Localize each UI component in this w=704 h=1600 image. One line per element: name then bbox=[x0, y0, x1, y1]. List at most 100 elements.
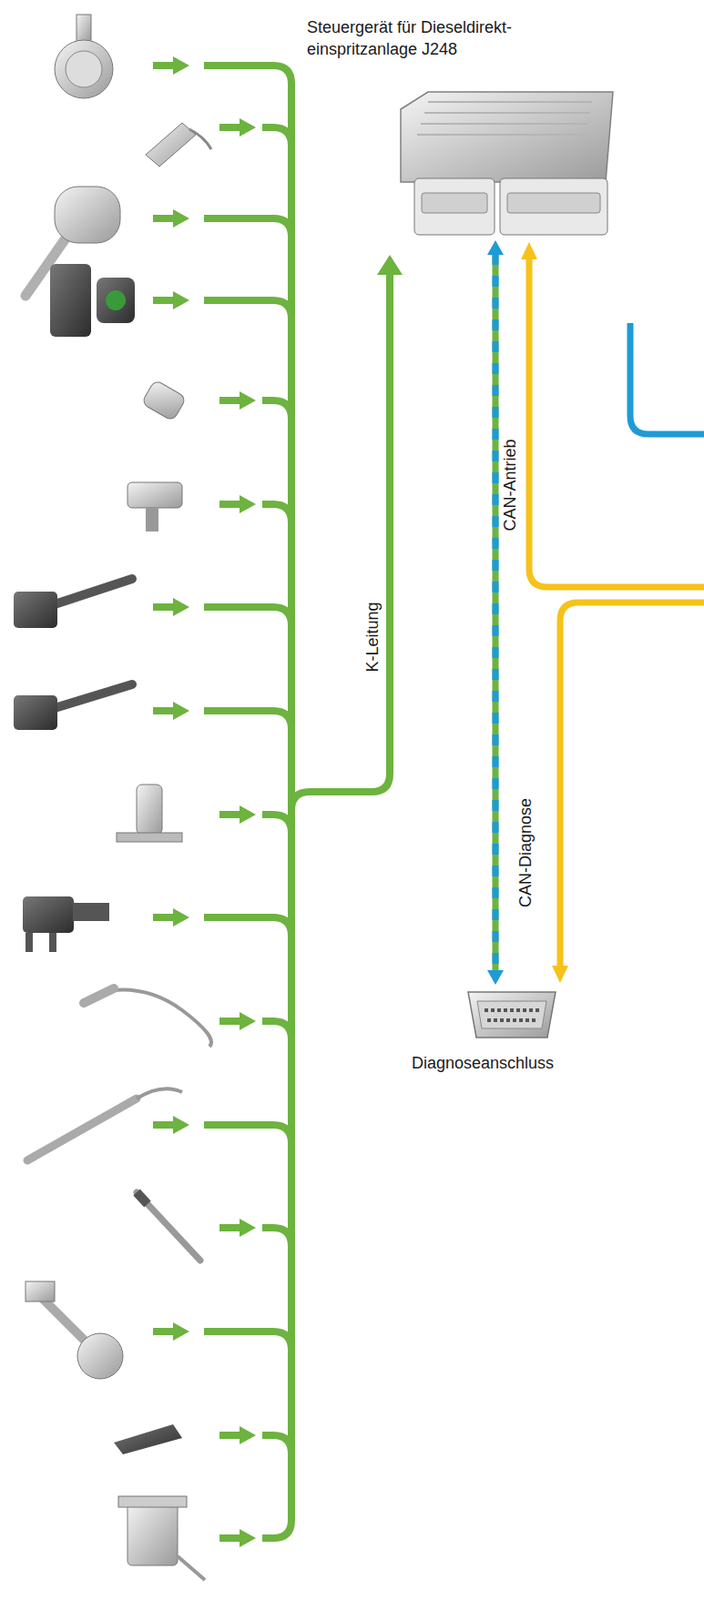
sensor-bus bbox=[291, 273, 390, 811]
exhaust-temperature-sensor bbox=[27, 1089, 183, 1162]
clutch-switch bbox=[13, 695, 58, 731]
ecu-illustration bbox=[400, 91, 613, 183]
sensor-arrows bbox=[219, 1219, 256, 1238]
position-sensor bbox=[54, 186, 121, 244]
sensor-bus bbox=[204, 711, 292, 730]
exhaust-temperature-sensor bbox=[27, 1099, 137, 1162]
ecu-illustration bbox=[499, 178, 608, 235]
bus-name: CAN-Antrieb bbox=[501, 437, 521, 533]
sensor-arrows bbox=[153, 291, 190, 310]
differential-pressure-sensor bbox=[29, 933, 53, 953]
air-mass-meter bbox=[65, 51, 103, 88]
glow-plug bbox=[136, 1193, 201, 1262]
small-sensor bbox=[113, 1425, 183, 1456]
sensor-arrows bbox=[153, 908, 190, 928]
oil-level-sensor bbox=[38, 1295, 92, 1348]
speed-sensor bbox=[189, 129, 212, 150]
diagnostic-connector-illustration bbox=[468, 992, 556, 1039]
sensor-arrows bbox=[219, 118, 256, 137]
can-drive-line bbox=[520, 242, 538, 260]
air-mass-meter bbox=[54, 40, 113, 99]
arrowhead bbox=[487, 240, 504, 256]
sensor-arrows bbox=[219, 1427, 256, 1446]
diagnostic-connector-illustration bbox=[484, 1010, 540, 1021]
exhaust-temperature-sensor bbox=[83, 989, 114, 1004]
brake-switch bbox=[54, 579, 133, 605]
sensor-arrows bbox=[219, 495, 256, 514]
sensor-arrows bbox=[153, 1323, 190, 1342]
sensor-arrows bbox=[153, 209, 190, 228]
ecu-illustration bbox=[400, 91, 613, 235]
clutch-switch bbox=[13, 684, 133, 731]
boost-pressure-sensor bbox=[116, 833, 183, 843]
oil-level-sensor bbox=[77, 1334, 123, 1380]
pressure-sensor bbox=[145, 508, 159, 532]
air-mass-meter bbox=[76, 14, 92, 42]
differential-pressure-sensor bbox=[22, 897, 110, 953]
boost-pressure-sensor bbox=[116, 785, 183, 843]
pressure-sensor bbox=[127, 482, 183, 532]
pedal-sensor bbox=[50, 264, 135, 337]
sensor-bus bbox=[204, 1332, 292, 1351]
fuel-pump bbox=[127, 1502, 178, 1567]
sensor-arrows bbox=[153, 56, 190, 75]
sensor-bus bbox=[262, 1520, 292, 1540]
sensor-arrows bbox=[153, 702, 190, 721]
connector-dash bbox=[492, 254, 500, 972]
pedal-sensor bbox=[105, 290, 126, 311]
sensor-arrows bbox=[219, 1530, 256, 1549]
clutch-switch bbox=[54, 684, 133, 709]
fuel-pump bbox=[118, 1497, 205, 1582]
sensor-arrows bbox=[219, 1012, 256, 1031]
sensor-bus bbox=[262, 127, 292, 146]
sensor-bus bbox=[262, 1228, 292, 1247]
temperature-sensor bbox=[141, 379, 187, 422]
can-drive-line bbox=[551, 966, 569, 984]
boost-pressure-sensor bbox=[136, 785, 163, 836]
k-line-arrowhead bbox=[377, 255, 403, 276]
fuel-pump bbox=[118, 1497, 187, 1509]
sensor-bus bbox=[204, 607, 292, 626]
ecu-illustration bbox=[417, 102, 592, 135]
sensor-arrows bbox=[219, 391, 256, 410]
sensor-bus bbox=[262, 400, 292, 419]
differential-pressure-sensor bbox=[22, 897, 74, 934]
sensor-bus bbox=[204, 918, 292, 937]
sensor-bus bbox=[262, 1436, 292, 1455]
sensor-bus bbox=[262, 815, 292, 834]
exhaust-temperature-sensor bbox=[83, 989, 212, 1048]
sensor-arrows bbox=[153, 598, 190, 617]
temperature-sensor bbox=[141, 379, 187, 422]
diagnostic-connector-illustration bbox=[477, 1001, 547, 1030]
fuel-pump bbox=[177, 1557, 205, 1582]
sensor-bus bbox=[204, 65, 390, 1540]
bus-name: CAN-Diagnose bbox=[517, 796, 536, 910]
speed-sensor bbox=[145, 122, 212, 167]
exhaust-temperature-sensor bbox=[100, 990, 212, 1049]
node-text: Steuergerät für Dieseldirekt- einspritza… bbox=[306, 16, 544, 62]
sensor-bus bbox=[262, 1021, 292, 1041]
sensor-arrows bbox=[153, 1116, 190, 1135]
sensor-arrows bbox=[219, 806, 256, 825]
sensor-bus bbox=[204, 218, 292, 237]
sensor-arrows bbox=[153, 56, 256, 1549]
sensor-bus bbox=[204, 1125, 292, 1144]
control-unit: Steuergerät für Dieseldirekt- einspritza… bbox=[306, 16, 617, 241]
node-text: Diagnoseanschluss bbox=[391, 1052, 574, 1075]
glow-plug bbox=[136, 1193, 201, 1262]
pressure-sensor bbox=[127, 482, 183, 509]
sensor-bus bbox=[204, 65, 292, 84]
pedal-sensor bbox=[96, 277, 135, 324]
connector-line bbox=[492, 254, 500, 972]
small-sensor bbox=[113, 1425, 183, 1456]
speed-sensor bbox=[145, 122, 196, 167]
ecu-illustration bbox=[507, 193, 601, 214]
can-drive-line bbox=[529, 258, 704, 588]
diagnostic-connector: Diagnoseanschluss bbox=[391, 985, 574, 1079]
ecu-illustration bbox=[421, 193, 488, 214]
blue-line bbox=[630, 323, 704, 435]
